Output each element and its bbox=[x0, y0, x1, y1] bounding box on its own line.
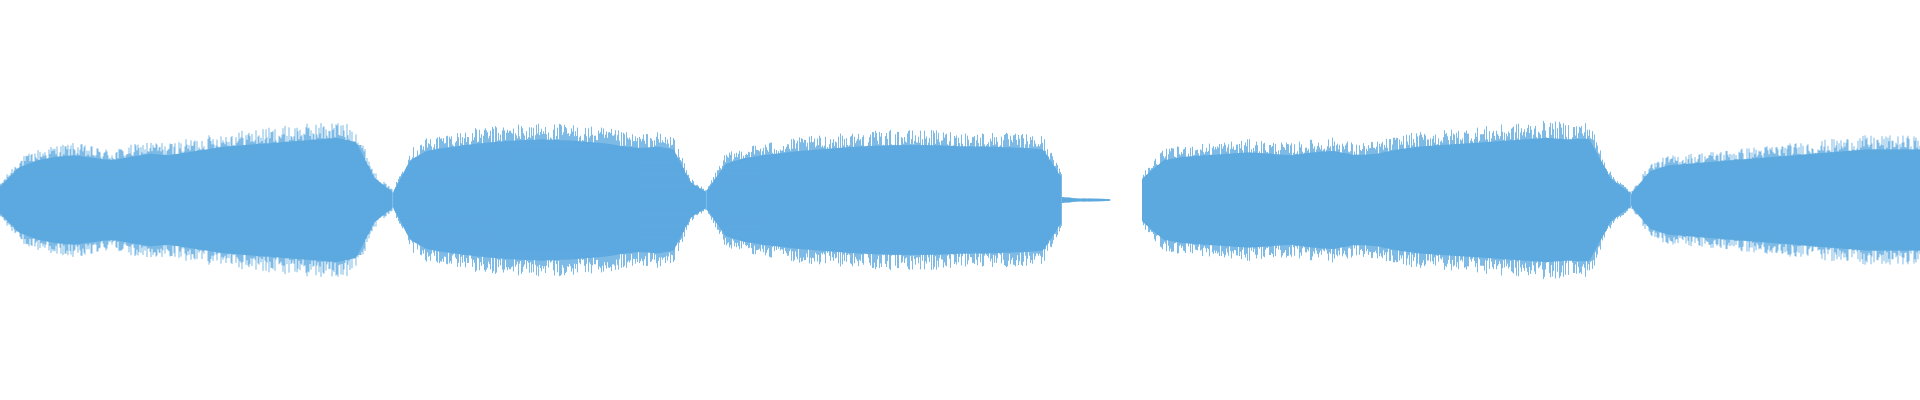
waveform-peaks bbox=[1061, 196, 1111, 204]
waveform-region-1 bbox=[0, 123, 394, 277]
waveform-peaks bbox=[393, 123, 706, 277]
waveform-peaks bbox=[706, 129, 1062, 271]
waveform-region-2 bbox=[393, 123, 706, 277]
waveform-peaks bbox=[1631, 135, 1920, 265]
waveform-peaks bbox=[0, 123, 394, 277]
waveform-silence-tail bbox=[1061, 196, 1111, 204]
waveform-peaks bbox=[1142, 120, 1632, 280]
waveform-region-4 bbox=[1142, 120, 1632, 280]
waveform-region-3 bbox=[706, 129, 1062, 271]
waveform-region-5 bbox=[1631, 135, 1920, 265]
